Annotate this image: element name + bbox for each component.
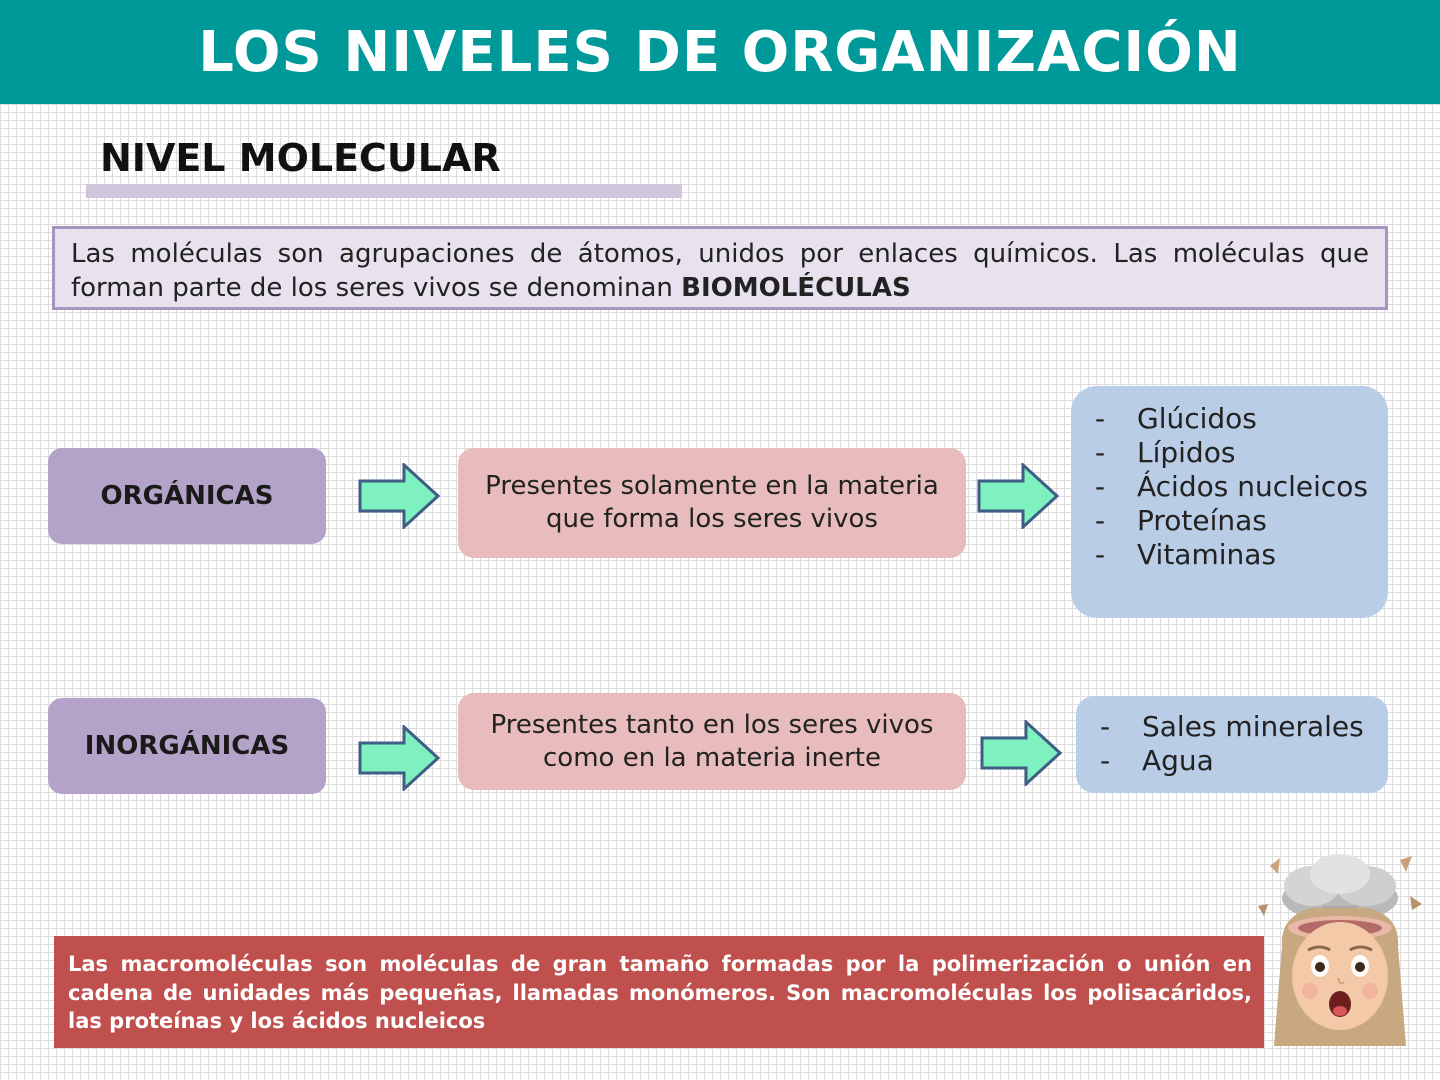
list-item: Proteínas bbox=[1071, 504, 1388, 538]
right-arrow-icon bbox=[980, 720, 1062, 786]
right-arrow-icon bbox=[358, 725, 440, 791]
section-title-underline bbox=[86, 184, 682, 198]
intro-text: Las moléculas son agrupaciones de átomos… bbox=[71, 239, 1369, 303]
mind-blown-avatar-icon bbox=[1258, 854, 1422, 1046]
category-inorganic: INORGÁNICAS bbox=[48, 698, 326, 794]
list-item: Vitaminas bbox=[1071, 538, 1388, 572]
list-item: Ácidos nucleicos bbox=[1071, 470, 1388, 504]
section-title: NIVEL MOLECULAR bbox=[100, 136, 501, 180]
examples-inorganic: Sales minerales Agua bbox=[1076, 696, 1388, 793]
list-item: Glúcidos bbox=[1071, 402, 1388, 436]
intro-box: Las moléculas son agrupaciones de átomos… bbox=[52, 226, 1388, 310]
list-item: Lípidos bbox=[1071, 436, 1388, 470]
category-organic: ORGÁNICAS bbox=[48, 448, 326, 544]
list-item: Agua bbox=[1076, 744, 1388, 778]
macromolecules-note: Las macromoléculas son moléculas de gran… bbox=[54, 936, 1264, 1048]
intro-highlight: BIOMOLÉCULAS bbox=[681, 273, 911, 303]
description-inorganic: Presentes tanto en los seres vivos como … bbox=[458, 693, 966, 790]
page-title: LOS NIVELES DE ORGANIZACIÓN bbox=[198, 19, 1242, 85]
description-organic: Presentes solamente en la materia que fo… bbox=[458, 448, 966, 558]
right-arrow-icon bbox=[977, 463, 1059, 529]
examples-organic: Glúcidos Lípidos Ácidos nucleicos Proteí… bbox=[1071, 386, 1388, 618]
header-bar: LOS NIVELES DE ORGANIZACIÓN bbox=[0, 0, 1440, 104]
list-item: Sales minerales bbox=[1076, 710, 1388, 744]
right-arrow-icon bbox=[358, 463, 440, 529]
